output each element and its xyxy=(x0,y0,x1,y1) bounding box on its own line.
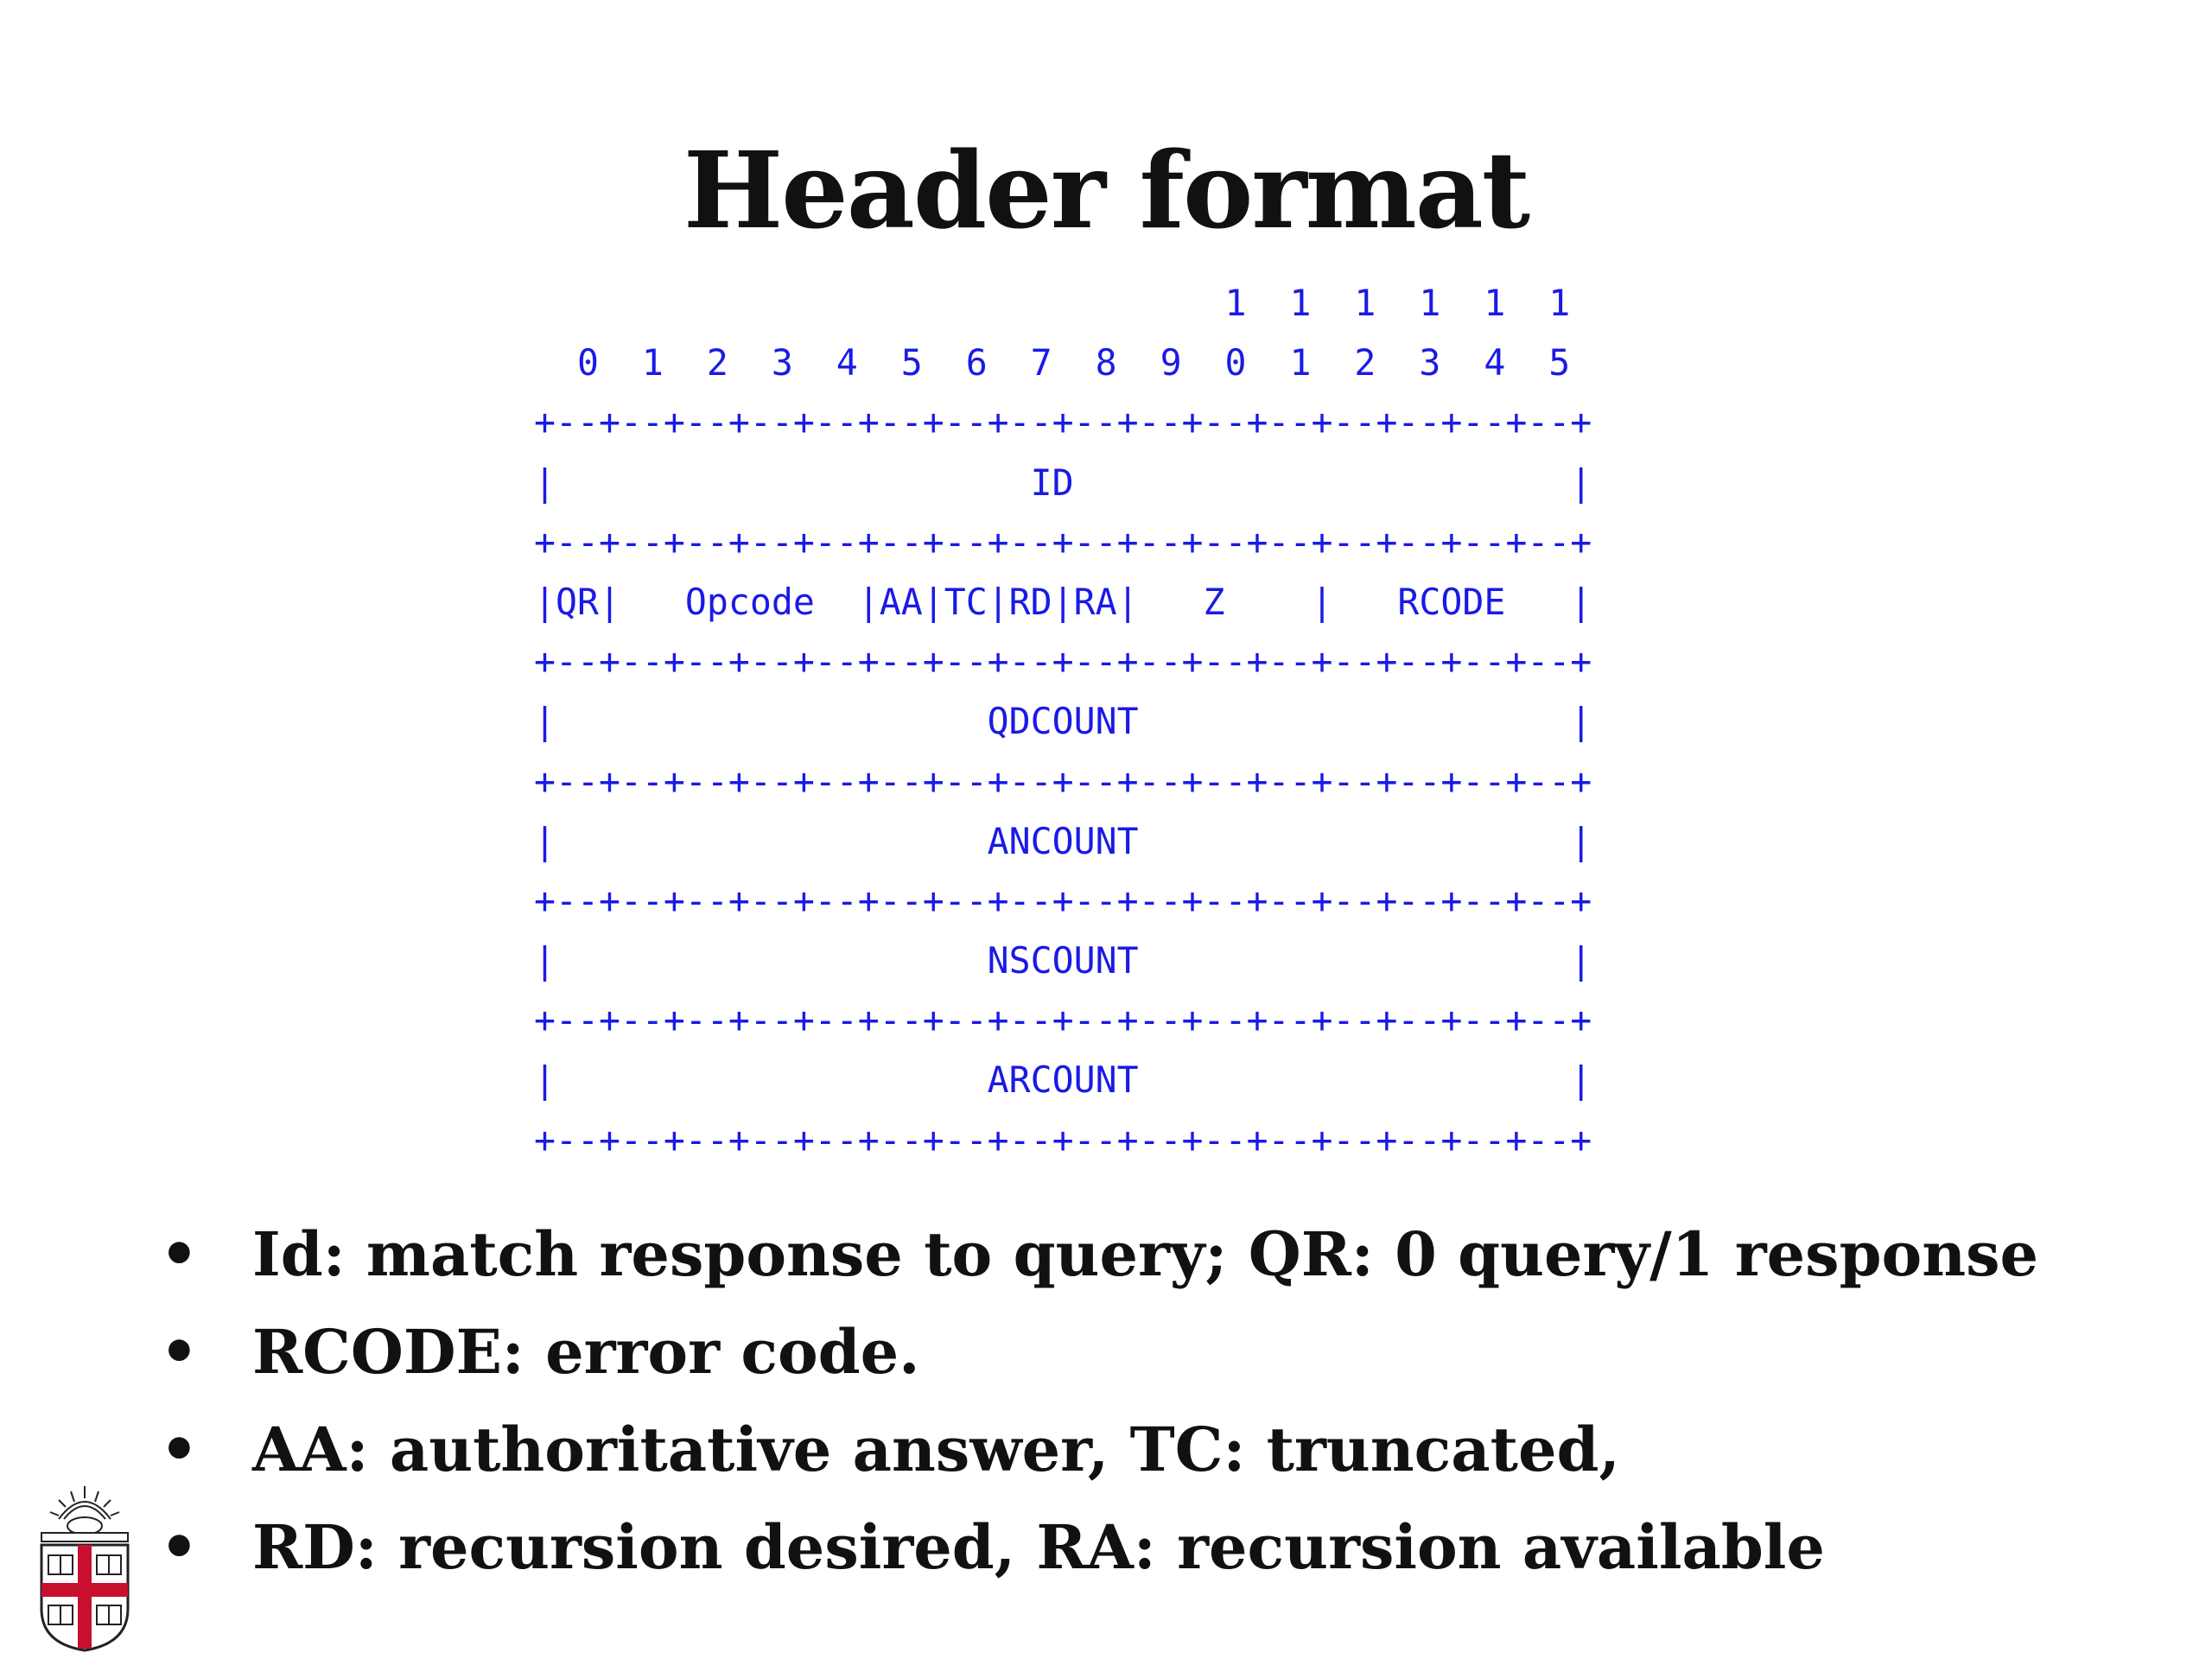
bullet-dot: • xyxy=(160,1414,199,1485)
row-separator: +--+--+--+--+--+--+--+--+--+--+--+--+--+… xyxy=(534,760,1592,803)
field-row-flags: |QR| Opcode |AA|TC|RD|RA| Z | RCODE | xyxy=(534,580,1592,623)
row-separator: +--+--+--+--+--+--+--+--+--+--+--+--+--+… xyxy=(534,1118,1592,1161)
row-separator: +--+--+--+--+--+--+--+--+--+--+--+--+--+… xyxy=(534,999,1592,1042)
field-row-arcount: | ARCOUNT | xyxy=(534,1058,1592,1102)
bullet-text: AA: authoritative answer, TC: truncated, xyxy=(252,1414,1620,1485)
bullet-item: • RCODE: error code. xyxy=(160,1303,2147,1401)
bullet-list: • Id: match response to query; QR: 0 quer… xyxy=(160,1205,2147,1596)
field-row-id: | ID | xyxy=(534,461,1592,504)
bullet-text: RCODE: error code. xyxy=(252,1316,920,1388)
bullet-text: RD: recursion desired, RA: recursion ava… xyxy=(252,1511,1825,1583)
row-separator: +--+--+--+--+--+--+--+--+--+--+--+--+--+… xyxy=(534,401,1592,444)
field-row-qdcount: | QDCOUNT | xyxy=(534,700,1592,743)
bullet-item: • RD: recursion desired, RA: recursion av… xyxy=(160,1498,2147,1596)
bit-index-ones-row: 0 1 2 3 4 5 6 7 8 9 0 1 2 3 4 5 xyxy=(534,341,1571,385)
field-row-ancount: | ANCOUNT | xyxy=(534,819,1592,862)
bit-index-tens-row: 1 1 1 1 1 1 xyxy=(534,282,1571,324)
university-shield-logo-icon xyxy=(40,1486,130,1652)
field-row-nscount: | NSCOUNT | xyxy=(534,939,1592,982)
bullet-item: • AA: authoritative answer, TC: truncated… xyxy=(160,1401,2147,1498)
slide-title: Header format xyxy=(683,128,1530,252)
bullet-item: • Id: match response to query; QR: 0 quer… xyxy=(160,1205,2147,1303)
header-format-diagram: 1 1 1 1 1 1 0 1 2 3 4 5 6 7 8 9 0 1 2 3 … xyxy=(534,273,1592,1170)
row-separator: +--+--+--+--+--+--+--+--+--+--+--+--+--+… xyxy=(534,879,1592,922)
bullet-dot: • xyxy=(160,1218,199,1290)
row-separator: +--+--+--+--+--+--+--+--+--+--+--+--+--+… xyxy=(534,520,1592,563)
bullet-dot: • xyxy=(160,1511,199,1583)
bullet-text: Id: match response to query; QR: 0 query… xyxy=(252,1218,2039,1290)
row-separator: +--+--+--+--+--+--+--+--+--+--+--+--+--+… xyxy=(534,640,1592,683)
bullet-dot: • xyxy=(160,1316,199,1388)
